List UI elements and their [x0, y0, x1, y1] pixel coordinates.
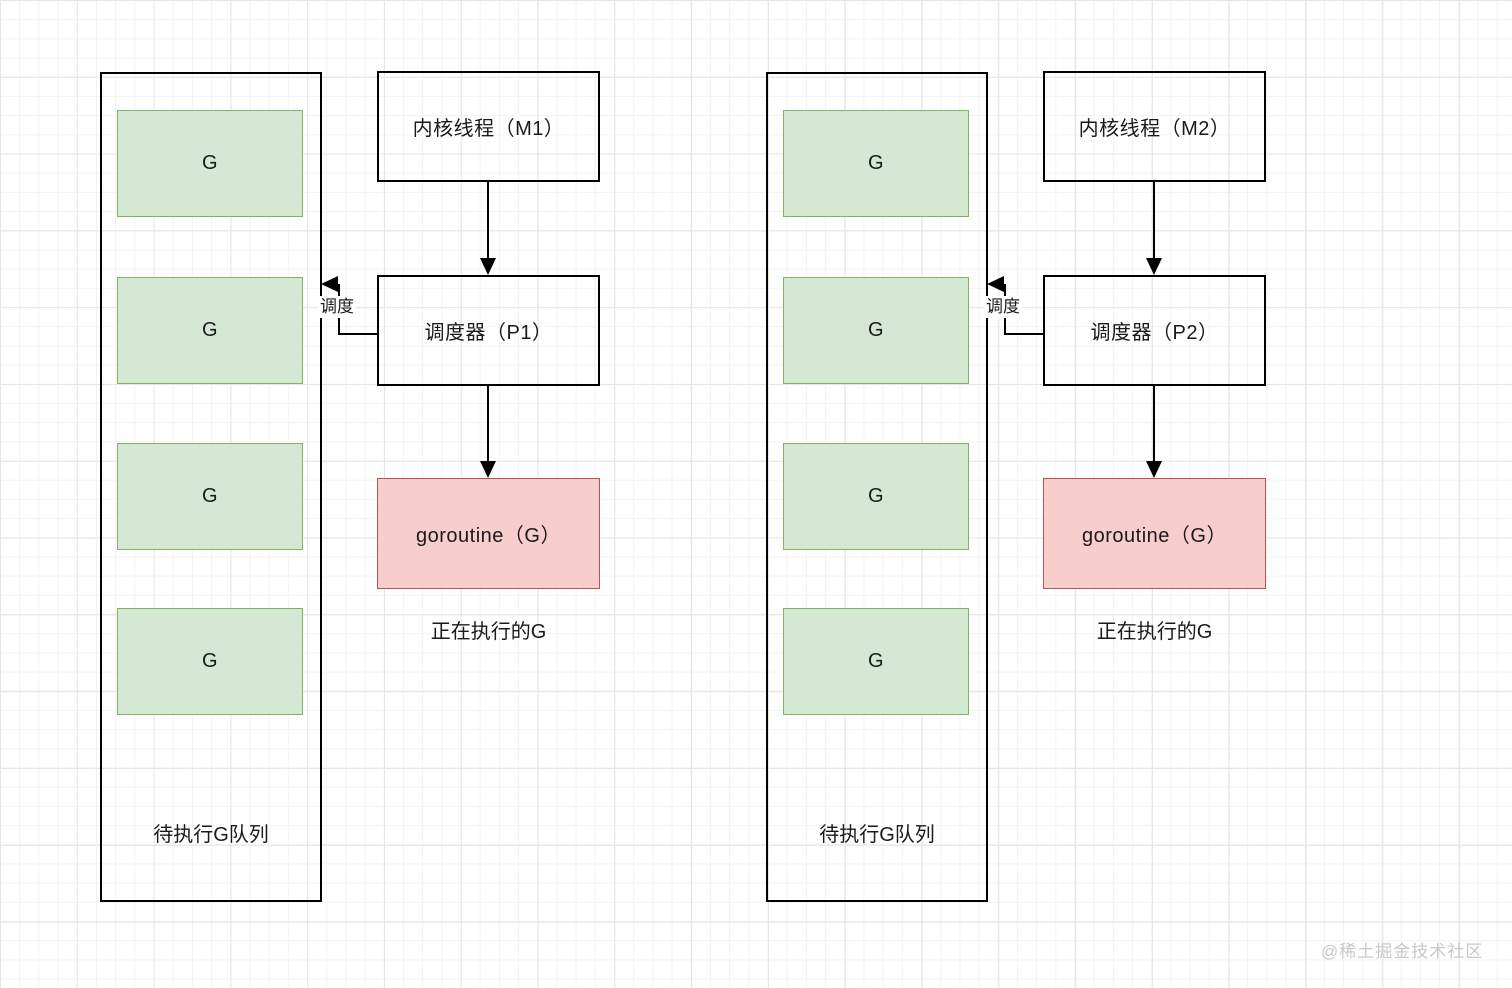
running-g-label: 正在执行的G [1096, 621, 1213, 643]
arrowhead-down-icon [1146, 258, 1162, 275]
arrowhead-left-icon [321, 276, 338, 292]
g-item: G [783, 110, 969, 217]
arrow-scheduler-to-goroutine [1153, 386, 1155, 461]
g-item: G [117, 608, 303, 715]
arrow-schedule-to-queue [339, 333, 377, 335]
queue-label: 待执行G队列 [819, 824, 935, 846]
arrowhead-down-icon [480, 461, 496, 478]
kernel-thread-box: 内核线程（M2） [1043, 71, 1266, 182]
goroutine-box: goroutine（G） [377, 478, 600, 589]
arrowhead-left-icon [987, 276, 1004, 292]
arrow-scheduler-to-goroutine [487, 386, 489, 461]
g-item: G [117, 110, 303, 217]
g-item: G [783, 277, 969, 384]
pending-g-queue [100, 72, 322, 902]
g-item: G [783, 443, 969, 550]
scheduler-box: 调度器（P1） [377, 275, 600, 386]
gmp-group-m2: G G G G 待执行G队列 内核线程（M2） 调度器（P2） goroutin… [666, 0, 1512, 988]
arrowhead-down-icon [480, 258, 496, 275]
arrow-schedule-to-queue [1005, 333, 1043, 335]
arrow-kernel-to-scheduler [487, 182, 489, 260]
watermark: @稀土掘金技术社区 [1321, 942, 1484, 961]
g-item: G [117, 443, 303, 550]
arrowhead-down-icon [1146, 461, 1162, 478]
queue-label: 待执行G队列 [153, 824, 269, 846]
g-item: G [783, 608, 969, 715]
g-item: G [117, 277, 303, 384]
schedule-label: 调度 [318, 296, 356, 318]
running-g-label: 正在执行的G [430, 621, 547, 643]
pending-g-queue [766, 72, 988, 902]
schedule-label: 调度 [984, 296, 1022, 318]
goroutine-box: goroutine（G） [1043, 478, 1266, 589]
arrow-kernel-to-scheduler [1153, 182, 1155, 260]
kernel-thread-box: 内核线程（M1） [377, 71, 600, 182]
scheduler-box: 调度器（P2） [1043, 275, 1266, 386]
